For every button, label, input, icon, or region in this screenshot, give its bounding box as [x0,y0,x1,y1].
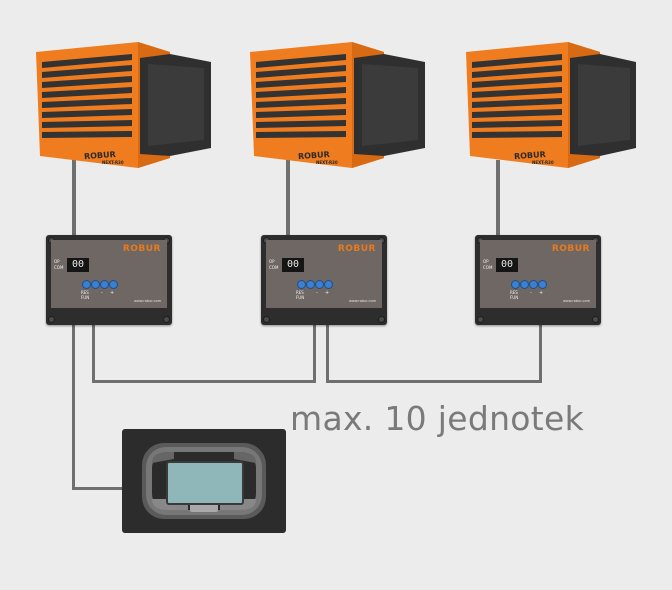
label-com: COM [54,265,64,270]
screw [163,316,170,323]
air-heater-unit-1 [36,42,211,168]
screw [48,316,55,323]
bus-wire-2-down-b [539,325,542,383]
controller-wire-vertical [72,325,75,490]
heater-3-model: NEXT-R30 [532,160,554,165]
label-res: RES [81,290,89,295]
control-panel-2: ROBUR OP COM 00 RES FUN www.robur.com - + [261,235,387,325]
screw [263,316,270,323]
panel-indicator-labels: OP COM [54,259,63,271]
button-minus[interactable] [100,280,109,289]
bus-wire-2-down-a [326,325,329,383]
button-plus[interactable] [324,280,333,289]
bus-wire-1-down-b [313,325,316,383]
heater-1-model: NEXT-R30 [102,160,124,165]
remote-controller [122,429,286,533]
controller-wire-horizontal [72,487,124,490]
label-op: OP [269,259,275,264]
label-op: OP [483,259,489,264]
screw [378,316,385,323]
panel-url: www.robur.com [348,299,376,303]
control-panel-1: ROBUR OP COM 00 RES FUN www.robur.com - + [46,235,172,325]
air-heater-unit-3 [466,42,636,168]
wire-heater1-panel1 [72,160,76,235]
panel-url: www.robur.com [562,299,590,303]
screw [592,316,599,323]
bus-wire-1-down-a [92,325,95,383]
plus-symbol: + [539,290,544,296]
button-fun[interactable] [520,280,529,289]
panel-logo: ROBUR [337,244,376,254]
button-plus[interactable] [109,280,118,289]
button-res[interactable] [82,280,91,289]
panel-logo: ROBUR [551,244,590,254]
air-heater-unit-2 [250,42,425,168]
label-fun: FUN [81,295,90,300]
panel-face: ROBUR OP COM 00 RES FUN www.robur.com - + [51,240,167,308]
button-labels: RES FUN [81,290,89,300]
seven-segment-display: 00 [282,258,304,272]
plus-symbol: + [110,290,115,296]
button-labels: RES FUN [510,290,518,300]
label-com: COM [483,265,493,270]
label-op: OP [54,259,60,264]
label-res: RES [296,290,304,295]
panel-face: ROBUR OP COM 00 RES FUN www.robur.com - + [266,240,382,308]
controller-screen[interactable] [166,461,244,505]
seven-segment-display: 00 [496,258,518,272]
button-res[interactable] [297,280,306,289]
label-res: RES [510,290,518,295]
button-minus[interactable] [529,280,538,289]
button-fun[interactable] [306,280,315,289]
label-fun: FUN [510,295,519,300]
panel-logo: ROBUR [122,244,161,254]
seven-segment-display: 00 [67,258,89,272]
heater-2-model: NEXT-R30 [316,160,338,165]
button-fun[interactable] [91,280,100,289]
label-fun: FUN [296,295,305,300]
panel-face: ROBUR OP COM 00 RES FUN www.robur.com - + [480,240,596,308]
button-minus[interactable] [315,280,324,289]
button-res[interactable] [511,280,520,289]
button-labels: RES FUN [296,290,304,300]
button-plus[interactable] [538,280,547,289]
minus-symbol: - [101,290,103,296]
panel-indicator-labels: OP COM [483,259,492,271]
wire-heater2-panel2 [286,160,290,235]
panel-url: www.robur.com [133,299,161,303]
minus-symbol: - [530,290,532,296]
label-com: COM [269,265,279,270]
panel-indicator-labels: OP COM [269,259,278,271]
screw [477,316,484,323]
minus-symbol: - [316,290,318,296]
max-units-caption: max. 10 jednotek [290,399,585,438]
bus-wire-2-horizontal [326,380,542,383]
plus-symbol: + [325,290,330,296]
control-panel-3: ROBUR OP COM 00 RES FUN www.robur.com - + [475,235,601,325]
wire-heater3-panel3 [496,160,500,235]
bus-wire-1-horizontal [92,380,316,383]
